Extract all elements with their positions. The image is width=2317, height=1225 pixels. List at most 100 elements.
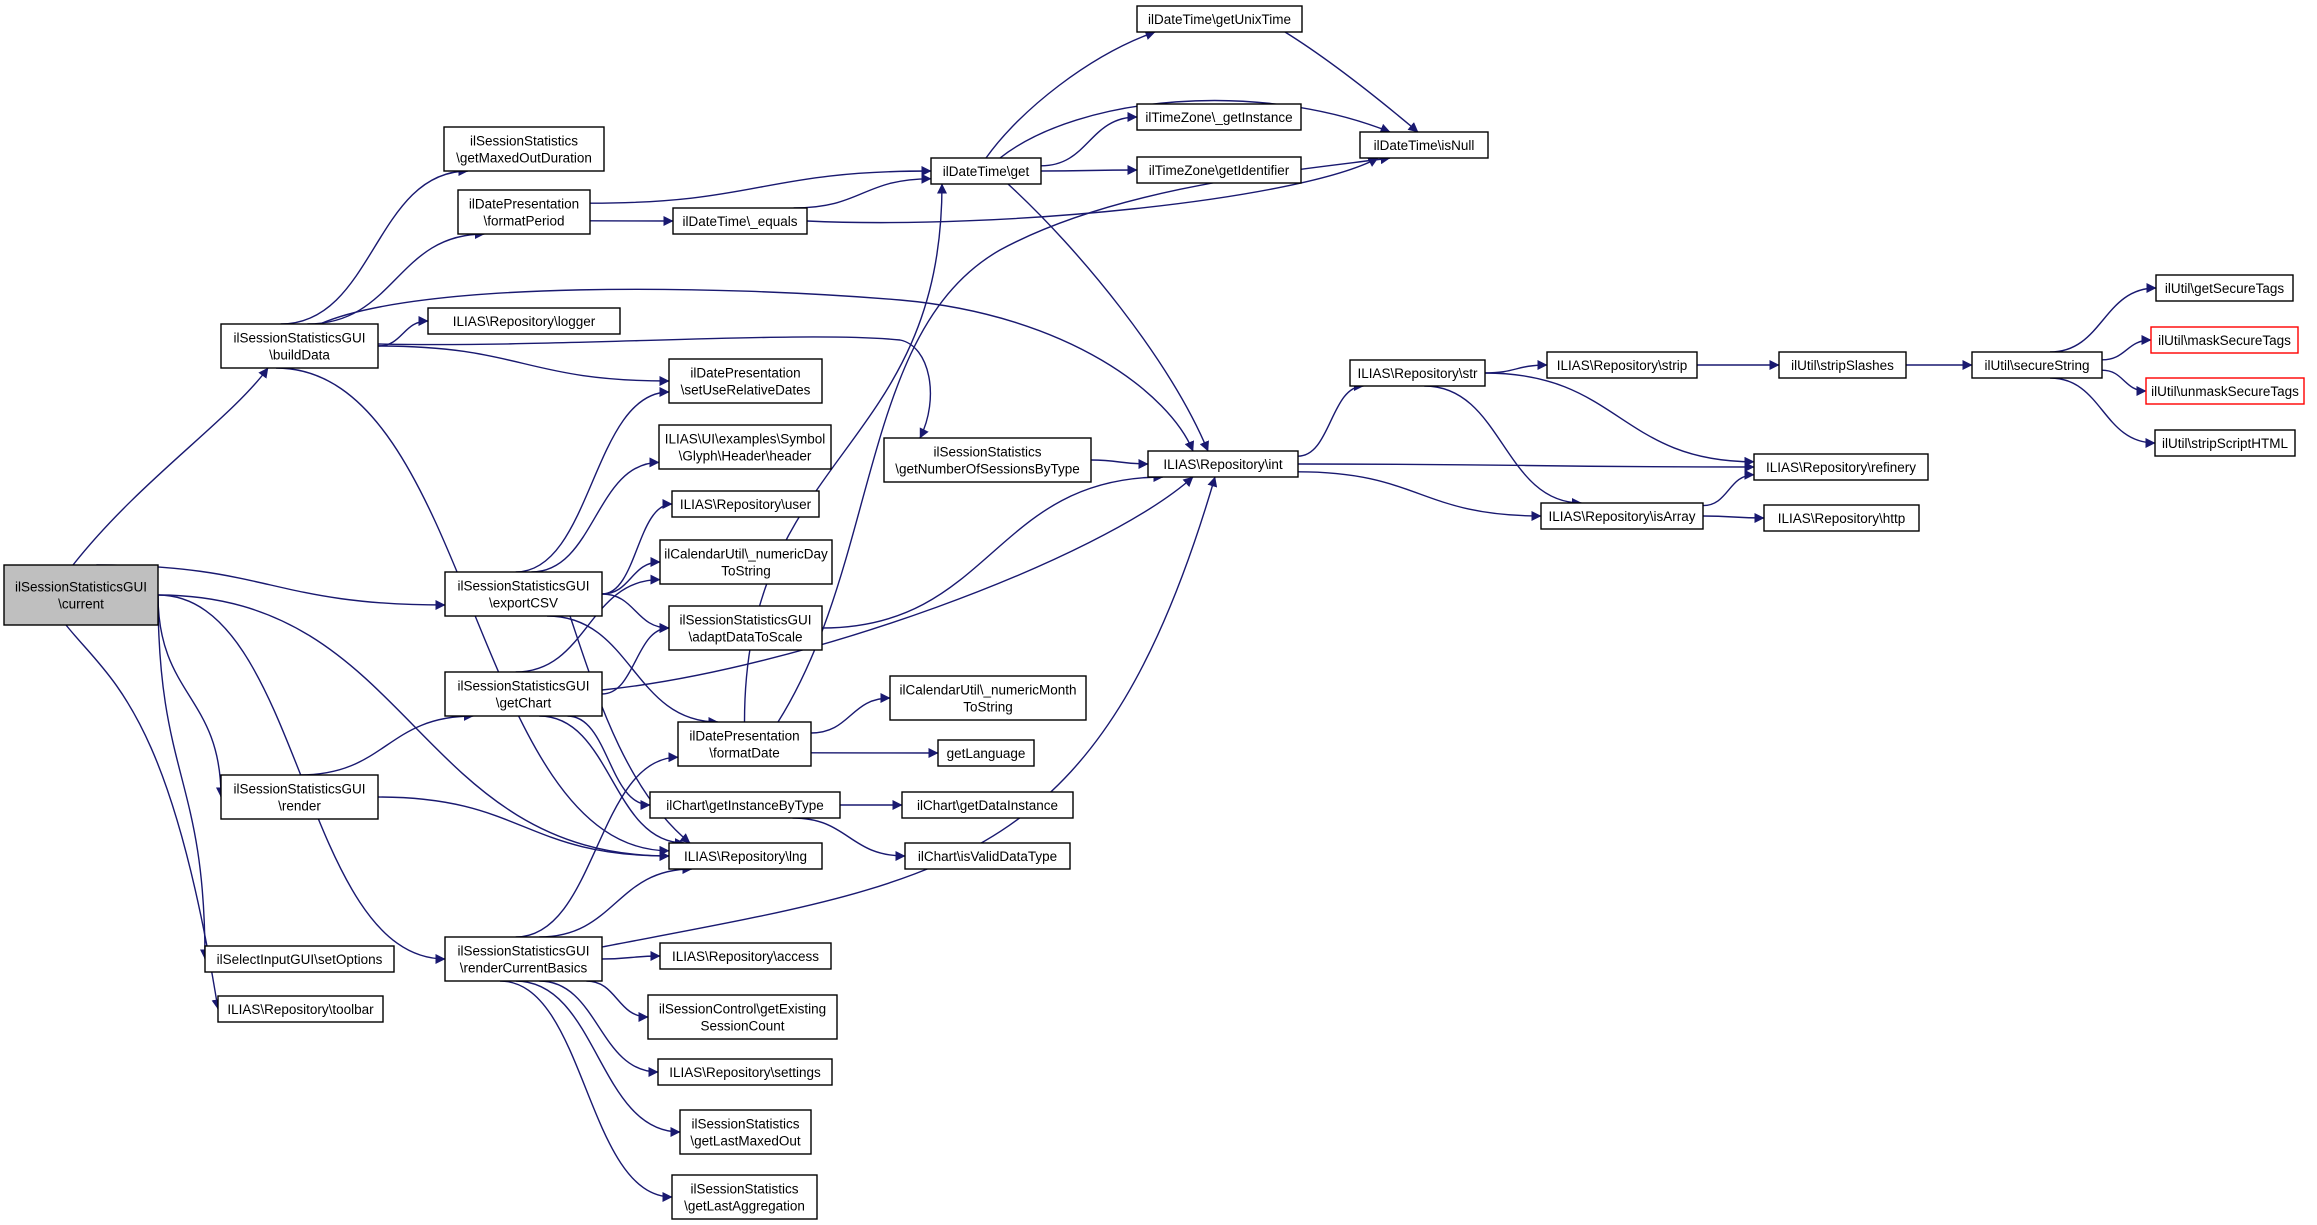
node-current[interactable]: ilSessionStatisticsGUI\current: [3, 564, 159, 626]
edge-exportCSV-to-lng: [569, 615, 691, 844]
node-secureString[interactable]: ilUtil\secureString: [1971, 351, 2103, 379]
node-dtGet[interactable]: ilDateTime\get: [930, 157, 1042, 185]
node-isValidDataType[interactable]: ilChart\isValidDataType: [904, 842, 1071, 870]
node-box: [427, 307, 621, 335]
node-access[interactable]: ILIAS\Repository\access: [659, 942, 832, 970]
edge-formatPeriod-to-dtGet: [589, 166, 932, 204]
node-user[interactable]: ILIAS\Repository\user: [671, 490, 820, 518]
edge-dtEquals-to-isNull: [806, 157, 1379, 224]
node-getLastMaxedOut[interactable]: ilSessionStatistics\getLastMaxedOut: [679, 1109, 812, 1155]
node-box: [668, 358, 823, 404]
node-getDataInstance[interactable]: ilChart\getDataInstance: [901, 791, 1074, 819]
node-box: [679, 1109, 812, 1155]
node-repoStrip[interactable]: ILIAS\Repository\strip: [1546, 351, 1698, 379]
edge-dtGet-to-repoInt: [1007, 183, 1209, 452]
edge-renderCurrentBasics-to-repoInt: [601, 476, 1218, 948]
node-label-line: ilChart\getInstanceByType: [666, 798, 824, 813]
node-label-line: ilSessionStatistics: [933, 445, 1041, 460]
node-label-line: ilDatePresentation: [689, 729, 799, 744]
node-box: [883, 437, 1092, 483]
edge-getChart-to-lng: [539, 715, 685, 848]
node-box: [659, 942, 832, 970]
node-maskSecureTags[interactable]: ilUtil\maskSecureTags: [2150, 326, 2299, 354]
edge-repoInt-to-refinery: [1297, 461, 1755, 472]
node-dtEquals[interactable]: ilDateTime\_equals: [672, 207, 808, 235]
node-settings[interactable]: ILIAS\Repository\settings: [657, 1058, 833, 1086]
node-box: [668, 605, 823, 651]
node-formatPeriod[interactable]: ilDatePresentation\formatPeriod: [457, 189, 591, 235]
edge-isArray-to-http: [1702, 512, 1765, 523]
node-getChart[interactable]: ilSessionStatisticsGUI\getChart: [444, 671, 603, 717]
node-box: [1778, 351, 1907, 379]
node-box: [668, 842, 823, 870]
node-exportCSV[interactable]: ilSessionStatisticsGUI\exportCSV: [444, 571, 603, 617]
edge-adaptDataToScale-to-repoInt: [821, 472, 1164, 629]
node-label-line: \getLastMaxedOut: [690, 1134, 801, 1149]
node-label-line: ilDateTime\get: [943, 164, 1030, 179]
node-label-line: ILIAS\Repository\refinery: [1766, 460, 1916, 475]
edge-renderCurrentBasics-to-getLastMaxedOut: [515, 980, 681, 1137]
edge-buildData-to-getMaxedOutDuration: [280, 166, 469, 325]
node-label-line: \render: [278, 799, 321, 814]
node-unmaskSecureTags[interactable]: ilUtil\unmaskSecureTags: [2145, 377, 2305, 405]
edge-getChart-to-adaptDataToScale: [601, 623, 670, 695]
node-repoInt[interactable]: ILIAS\Repository\int: [1147, 450, 1299, 478]
node-getNumberOfSessionsByType[interactable]: ilSessionStatistics\getNumberOfSessionsB…: [883, 437, 1092, 483]
node-getLanguage[interactable]: getLanguage: [937, 739, 1035, 767]
node-getMaxedOutDuration[interactable]: ilSessionStatistics\getMaxedOutDuration: [443, 126, 605, 172]
edge-repoStr-to-isArray: [1424, 385, 1582, 508]
node-logger[interactable]: ILIAS\Repository\logger: [427, 307, 621, 335]
node-stripScriptHTML[interactable]: ilUtil\stripScriptHTML: [2154, 429, 2296, 457]
node-label-line: ILIAS\Repository\logger: [453, 314, 596, 329]
node-toolbar[interactable]: ILIAS\Repository\toolbar: [217, 995, 384, 1023]
node-getUnixTime[interactable]: ilDateTime\getUnixTime: [1136, 5, 1303, 33]
node-setUseRelativeDates[interactable]: ilDatePresentation\setUseRelativeDates: [668, 358, 823, 404]
edge-dtGet-to-getUnixTime: [985, 30, 1156, 159]
edge-current-to-setOptions: [157, 594, 210, 960]
node-http[interactable]: ILIAS\Repository\http: [1763, 504, 1920, 532]
node-label-line: getLanguage: [947, 746, 1026, 761]
node-renderCurrentBasics[interactable]: ilSessionStatisticsGUI\renderCurrentBasi…: [444, 936, 603, 982]
edge-secureString-to-unmaskSecureTags: [2101, 369, 2147, 396]
node-tzGetIdentifier[interactable]: ilTimeZone\getIdentifier: [1136, 156, 1302, 184]
node-render[interactable]: ilSessionStatisticsGUI\render: [220, 774, 379, 820]
node-label-line: ilUtil\unmaskSecureTags: [2151, 384, 2299, 399]
node-label-line: SessionCount: [700, 1019, 784, 1034]
node-buildData[interactable]: ilSessionStatisticsGUI\buildData: [220, 323, 379, 369]
node-box: [457, 189, 591, 235]
node-box: [647, 994, 838, 1040]
edge-buildData-to-repoInt: [319, 288, 1195, 452]
node-isArray[interactable]: ILIAS\Repository\isArray: [1540, 502, 1704, 530]
node-label-line: ilSessionStatisticsGUI: [457, 579, 589, 594]
node-repoStr[interactable]: ILIAS\Repository\str: [1349, 359, 1486, 387]
node-label-line: ilCalendarUtil\_numericMonth: [899, 683, 1076, 698]
node-refinery[interactable]: ILIAS\Repository\refinery: [1753, 453, 1929, 481]
node-glyphHeader[interactable]: ILIAS\UI\examples\Symbol\Glyph\Header\he…: [658, 424, 832, 470]
node-stripSlashes[interactable]: ilUtil\stripSlashes: [1778, 351, 1907, 379]
node-tzGetInstance[interactable]: ilTimeZone\_getInstance: [1136, 103, 1302, 131]
node-box: [1136, 5, 1303, 33]
node-setOptions[interactable]: ilSelectInputGUI\setOptions: [204, 945, 395, 973]
node-getSecureTags[interactable]: ilUtil\getSecureTags: [2155, 274, 2294, 302]
node-getLastAggregation[interactable]: ilSessionStatistics\getLastAggregation: [671, 1174, 818, 1220]
edge-buildData-to-formatPeriod: [307, 229, 485, 325]
node-label-line: \getChart: [496, 696, 552, 711]
node-lng[interactable]: ILIAS\Repository\lng: [668, 842, 823, 870]
node-getInstanceByType[interactable]: ilChart\getInstanceByType: [649, 791, 841, 819]
node-isNull[interactable]: ilDateTime\isNull: [1359, 131, 1489, 159]
node-label-line: ilTimeZone\getIdentifier: [1149, 163, 1290, 178]
node-label-line: ilTimeZone\_getInstance: [1145, 110, 1292, 125]
edge-getInstanceByType-to-isValidDataType: [792, 817, 906, 861]
node-label-line: \adaptDataToScale: [688, 630, 802, 645]
node-label-line: \current: [58, 597, 104, 612]
node-adaptDataToScale[interactable]: ilSessionStatisticsGUI\adaptDataToScale: [668, 605, 823, 651]
edge-repoInt-to-isArray: [1297, 471, 1542, 521]
node-label-line: ilDateTime\getUnixTime: [1148, 12, 1291, 27]
node-formatDate[interactable]: ilDatePresentation\formatDate: [677, 721, 812, 767]
node-box: [649, 791, 841, 819]
node-box: [2145, 377, 2305, 405]
